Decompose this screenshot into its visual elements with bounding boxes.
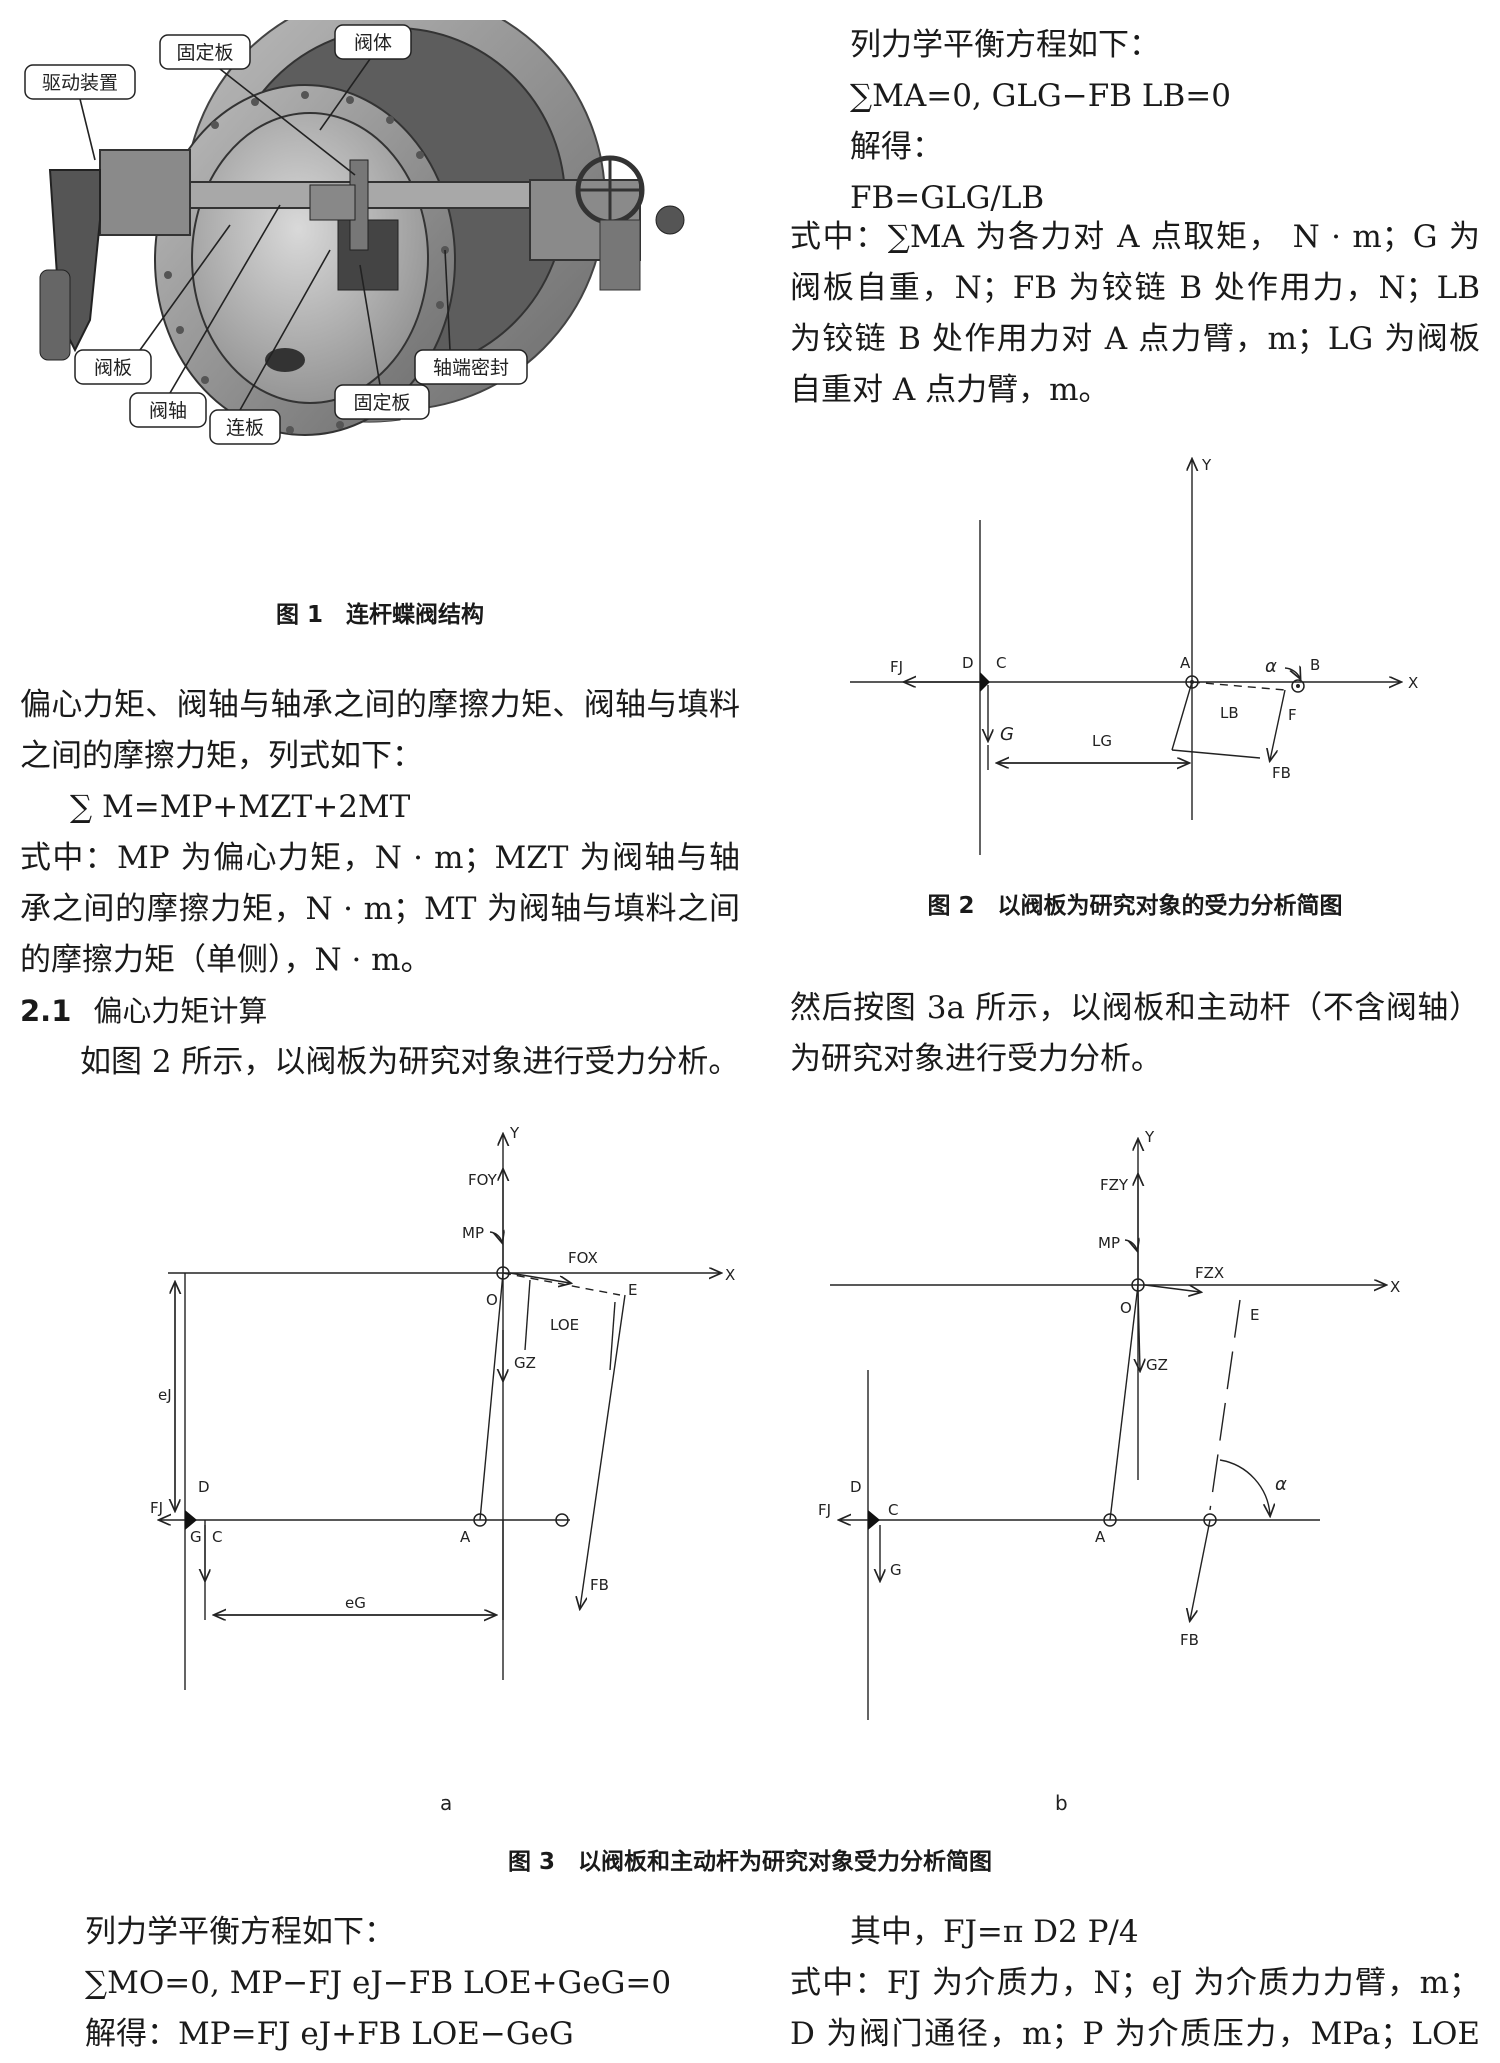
callout-link-plate: 连板: [226, 417, 264, 439]
callout-shaft: 阀轴: [149, 400, 187, 422]
fig3b-fj-label: FJ: [818, 1501, 831, 1519]
left-formula: ∑ M=MP+MZT+2MT: [70, 789, 411, 825]
fig2-fj-label: FJ: [890, 658, 903, 676]
fig3b-alpha-label: α: [1275, 1474, 1287, 1495]
right-paragraph-after: 然后按图 3a 所示，以阀板和主动杆（不含阀轴）为研究对象进行受力分析。: [790, 990, 1480, 1077]
fig3a-ej-label: eJ: [158, 1386, 172, 1404]
fig3a-e-label: E: [628, 1281, 637, 1299]
figure-1-caption: 图 1 连杆蝶阀结构: [275, 602, 484, 628]
fig3b-g-label: G: [890, 1561, 902, 1579]
figure-2-diagram: Y X FJ D C A α B LB F G LG FB: [850, 456, 1418, 855]
section-number: 2.1: [20, 994, 72, 1028]
right-eq-intro: 列力学平衡方程如下：: [850, 27, 1160, 63]
fig3a-g-label: G: [190, 1528, 202, 1546]
fig3a-sub-label: a: [440, 1791, 452, 1815]
fig2-b-label: B: [1310, 656, 1320, 674]
callout-shaft-seal: 轴端密封: [433, 357, 509, 379]
fig3b-d-label: D: [850, 1478, 862, 1496]
bottom-left-solve: 解得：MP=FJ eJ+FB LOE−GeG: [85, 2016, 574, 2052]
fig3a-x-label: X: [725, 1266, 735, 1284]
fig3a-loe-label: LOE: [550, 1316, 579, 1334]
fig3a-foy-label: FOY: [468, 1171, 498, 1189]
fig3b-x-label: X: [1390, 1278, 1400, 1296]
fig3b-gz-label: GZ: [1146, 1356, 1168, 1374]
fig2-alpha-label: α: [1265, 656, 1277, 677]
fig3b-fb-label: FB: [1180, 1631, 1199, 1649]
fig3a-fj-label: FJ: [150, 1499, 163, 1517]
figure-3-caption: 图 3 以阀板和主动杆为研究对象受力分析简图: [507, 1849, 992, 1875]
fig3b-y-label: Y: [1144, 1128, 1155, 1146]
fig3a-o-label: O: [486, 1291, 498, 1309]
fig3b-sub-label: b: [1055, 1791, 1068, 1815]
fig3a-a-label: A: [460, 1528, 471, 1546]
section-title: 偏心力矩计算: [93, 994, 268, 1028]
fig3a-fox-label: FOX: [568, 1249, 598, 1267]
fig2-fb-label: FB: [1272, 764, 1291, 782]
fig3a-d-label: D: [198, 1478, 210, 1496]
fig2-lb-label: LB: [1220, 704, 1239, 722]
figure-2: Y X FJ D C A α B LB F G LG FB: [830, 440, 1440, 860]
fig3b-fzx-label: FZX: [1195, 1264, 1224, 1282]
fig2-lg-label: LG: [1092, 732, 1112, 750]
right-paragraph: 式中：∑MA 为各力对 A 点取矩， N · m；G 为阀板自重，N；FB 为铰…: [790, 219, 1480, 408]
butterfly-valve-illustration: 驱动装置 固定板 阀体 阀板 阀轴 连板 固定板 轴端密封: [24, 0, 685, 445]
fig2-g-label: G: [1000, 724, 1014, 745]
figure-3b: [830, 1140, 1385, 1720]
fig3b-e-label: E: [1250, 1306, 1259, 1324]
bottom-right-eq: 其中，FJ=π D2 P/4: [850, 1914, 1139, 1950]
left-paragraph-1: 偏心力矩、阀轴与轴承之间的摩擦力矩、阀轴与填料之间的摩擦力矩，列式如下：: [20, 687, 740, 774]
right-eq-1: ∑MA=0, GLG−FB LB=0: [850, 78, 1231, 114]
bottom-right-paragraph: 式中：FJ 为介质力，N；eJ 为介质力力臂，m；D 为阀门通径，m；P 为介质…: [790, 1965, 1480, 2052]
bottom-left-eq-1: ∑MO=0, MP−FJ eJ−FB LOE+GeG=0: [85, 1965, 672, 2001]
fig3b-c-label: C: [888, 1501, 898, 1519]
figure-2-caption: 图 2 以阀板为研究对象的受力分析简图: [927, 893, 1343, 919]
fig3b-o-label: O: [1120, 1299, 1132, 1317]
fig2-a-label: A: [1180, 654, 1191, 672]
fig2-f-label: F: [1288, 706, 1297, 724]
fig2-x-label: X: [1408, 674, 1418, 692]
fig3a-gz-label: GZ: [514, 1354, 536, 1372]
figure-3: Y X FOY MP FOX O E LOE GZ eJ D FJ G C A …: [150, 1120, 1400, 1820]
figure-3-diagram: Y X FOY MP FOX O E LOE GZ eJ D FJ G C A …: [150, 1124, 1400, 1815]
bottom-left-eq-intro: 列力学平衡方程如下：: [85, 1914, 395, 1950]
section-heading-2-1: 2.1 偏心力矩计算: [20, 986, 267, 1037]
fig3a-y-label: Y: [509, 1124, 520, 1142]
fig3a-fb-label: FB: [590, 1576, 609, 1594]
left-paragraph-3: 如图 2 所示，以阀板为研究对象进行受力分析。: [80, 1044, 740, 1080]
left-paragraph-2: 式中：MP 为偏心力矩，N · m；MZT 为阀轴与轴承之间的摩擦力矩，N · …: [20, 840, 740, 978]
right-solve: 解得：: [850, 129, 943, 165]
right-eq-2: FB=GLG/LB: [850, 180, 1045, 216]
fig3b-a-label: A: [1095, 1528, 1106, 1546]
fig2-y-label: Y: [1201, 456, 1212, 474]
callout-fixed-plate-bottom: 固定板: [353, 392, 410, 414]
callout-body: 阀体: [354, 32, 392, 54]
callout-drive: 驱动装置: [42, 72, 118, 94]
callout-disc: 阀板: [94, 357, 132, 379]
fig3b-mp-label: MP: [1098, 1234, 1120, 1252]
fig3a-c-label: C: [212, 1528, 222, 1546]
figure-1-callouts: [24, 24, 528, 445]
callout-fixed-plate-top: 固定板: [176, 42, 233, 64]
fig3b-fzy-label: FZY: [1100, 1176, 1129, 1194]
fig3a-mp-label: MP: [462, 1224, 484, 1242]
fig2-c-label: C: [996, 654, 1006, 672]
figure-3a: [160, 1135, 720, 1690]
fig3a-eg-label: eG: [345, 1594, 366, 1612]
fig2-d-label: D: [962, 654, 974, 672]
figure-1: 驱动装置 固定板 阀体 阀板 阀轴 连板 固定板 轴端密封: [20, 0, 740, 450]
